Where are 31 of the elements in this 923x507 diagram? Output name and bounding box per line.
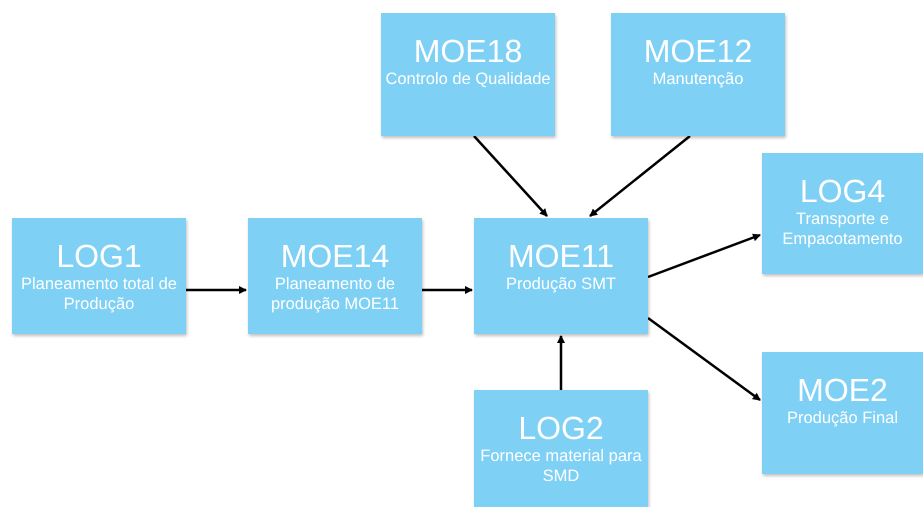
box-title: MOE14 <box>280 238 390 274</box>
box-description: Produção SMT <box>504 274 618 294</box>
arrow <box>647 317 761 401</box>
box-title: MOE11 <box>508 238 614 274</box>
process-box <box>12 218 186 334</box>
box-description: Produção Final <box>786 408 899 428</box>
process-box <box>611 13 785 136</box>
box-title: LOG4 <box>800 173 886 209</box>
process-box <box>248 218 422 334</box>
box-description: Fornece material para SMD <box>479 446 643 486</box>
box-title: MOE12 <box>644 33 752 69</box>
box-title: LOG1 <box>56 238 142 274</box>
box-description: Controlo de Qualidade <box>384 69 552 89</box>
box-description: Manutenção <box>652 69 744 89</box>
process-box <box>474 390 648 507</box>
box-title: MOE2 <box>797 372 888 408</box>
box-description: Planeamento total de Produção <box>20 274 178 314</box>
arrow <box>557 335 565 390</box>
box-description: Transporte e Empacotamento <box>781 209 904 249</box>
box-title: LOG2 <box>518 410 604 446</box>
process-box <box>381 13 555 136</box>
arrow <box>473 135 548 217</box>
arrow <box>589 135 691 217</box>
process-box <box>474 218 648 334</box>
process-box <box>762 153 923 274</box>
arrow <box>422 286 473 294</box>
arrow <box>186 286 247 294</box>
arrow <box>648 234 761 278</box>
box-title: MOE18 <box>414 33 522 69</box>
box-description: Planeamento de produção MOE11 <box>270 274 400 314</box>
process-box <box>762 352 923 474</box>
